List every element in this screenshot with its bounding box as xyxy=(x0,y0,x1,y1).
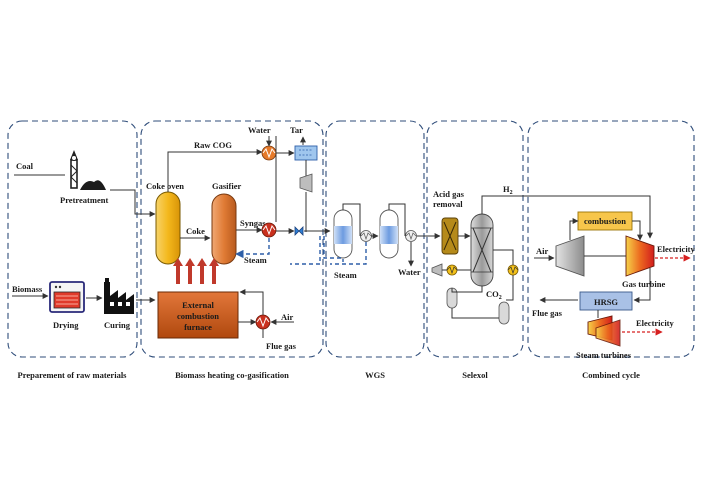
wgs-link-1 xyxy=(342,203,361,236)
air-preheated-line xyxy=(239,289,264,315)
panel-combined-cycle xyxy=(527,120,695,358)
section-selexol-caption: Selexol xyxy=(462,370,488,380)
dryer-icon xyxy=(49,281,85,313)
compressor-to-combustion-line xyxy=(569,218,579,240)
selexol-bottom-loop xyxy=(451,286,483,293)
tar-separator-icon xyxy=(294,145,318,161)
steam-loop-line xyxy=(235,238,270,259)
electricity-gt-label: Electricity xyxy=(657,244,696,254)
compressor-icon xyxy=(299,173,313,193)
drying-label: Drying xyxy=(53,320,79,330)
curing-label: Curing xyxy=(104,320,131,330)
selexol-column-pattern xyxy=(472,227,492,273)
coal-to-cokeoven-line xyxy=(110,189,156,217)
co2-label: CO2 xyxy=(486,289,502,301)
acid-gas-removal-pattern xyxy=(443,221,457,251)
panel-selexol xyxy=(426,120,524,358)
furnace-label-line3: furnace xyxy=(184,322,212,332)
heat-exchanger-icon xyxy=(507,264,519,276)
selexol-bottom-loop-2 xyxy=(451,308,499,319)
gas-turbine xyxy=(625,235,655,277)
regenerator-vessel xyxy=(498,301,510,325)
air-furnace-label: Air xyxy=(281,312,294,322)
raw-cog-label: Raw COG xyxy=(194,140,232,150)
coke-oven-vessel xyxy=(155,191,181,265)
heat-exchanger-icon xyxy=(360,230,372,242)
gt-compressor xyxy=(555,235,585,277)
selexol-regen-line xyxy=(506,275,514,301)
electricity-st-label: Electricity xyxy=(636,318,675,328)
flue-gas-cc-label: Flue gas xyxy=(532,308,563,318)
coke-label: Coke xyxy=(186,226,205,236)
heat-exchanger-icon xyxy=(261,145,277,161)
heat-exchanger-icon xyxy=(446,264,458,276)
panel-cogasification xyxy=(140,120,324,358)
steam-wgs-line xyxy=(323,236,344,262)
h2-label: H2 xyxy=(503,184,513,196)
heat-exchanger-icon xyxy=(405,230,417,242)
acid-gas-label-line2: removal xyxy=(433,199,463,209)
section-prep-caption: Preparement of raw materials xyxy=(18,370,128,380)
steam-return-line xyxy=(290,236,321,265)
tar-label: Tar xyxy=(290,125,303,135)
panel-prep xyxy=(7,120,138,358)
coke-oven-label: Coke oven xyxy=(146,181,184,191)
factory-icon xyxy=(104,278,134,314)
water-wgs-label: Water xyxy=(398,267,421,277)
section-combined-caption: Combined cycle xyxy=(582,370,640,380)
panel-wgs xyxy=(325,120,425,358)
hrsg-box xyxy=(579,291,633,311)
steam-wgs-label: Steam xyxy=(334,270,357,280)
wgs-reactor-2-bed xyxy=(380,226,398,244)
raw-cog-line xyxy=(167,149,263,192)
pump-icon xyxy=(431,263,443,277)
section-wgs-caption: WGS xyxy=(365,370,385,380)
acid-gas-label-line1: Acid gas xyxy=(433,189,465,199)
furnace-label-line1: External xyxy=(182,300,214,310)
flue-gas-furnace-label: Flue gas xyxy=(266,341,297,351)
pretreatment-label: Pretreatment xyxy=(60,195,108,205)
heat-arrows xyxy=(173,258,219,284)
water-top-label: Water xyxy=(248,125,271,135)
wgs-link-3 xyxy=(388,203,406,236)
combustion-to-turbine-line xyxy=(632,220,643,241)
turbine-to-hrsg-line xyxy=(633,268,651,303)
coal-mine-icon xyxy=(70,150,106,190)
gasifier-vessel xyxy=(211,193,237,265)
syngas-label: Syngas xyxy=(240,218,266,228)
selexol-side-line-3 xyxy=(493,249,514,265)
biomass-label: Biomass xyxy=(12,284,43,294)
steam-turbine-2 xyxy=(595,319,621,347)
valve-icon xyxy=(294,226,304,236)
steam-cogas-label: Steam xyxy=(244,255,267,265)
external-combustion-furnace xyxy=(157,291,239,339)
h2-line xyxy=(481,195,653,239)
heat-exchanger-icon xyxy=(255,314,271,330)
steam-turbines-label: Steam turbines xyxy=(576,350,632,360)
air-cc-label: Air xyxy=(536,246,549,256)
heat-exchanger-icon xyxy=(261,222,277,238)
steam-wgs-line-2 xyxy=(330,242,367,265)
wgs-reactor-1-bed xyxy=(334,226,352,244)
section-cogas-caption: Biomass heating co-gasification xyxy=(175,370,289,380)
coal-label: Coal xyxy=(16,161,34,171)
hrsg-label: HRSG xyxy=(594,297,618,307)
gas-turbine-label: Gas turbine xyxy=(622,279,665,289)
combustion-label: combustion xyxy=(584,216,626,226)
furnace-label-line2: combustion xyxy=(177,311,219,321)
gasifier-label: Gasifier xyxy=(212,181,241,191)
